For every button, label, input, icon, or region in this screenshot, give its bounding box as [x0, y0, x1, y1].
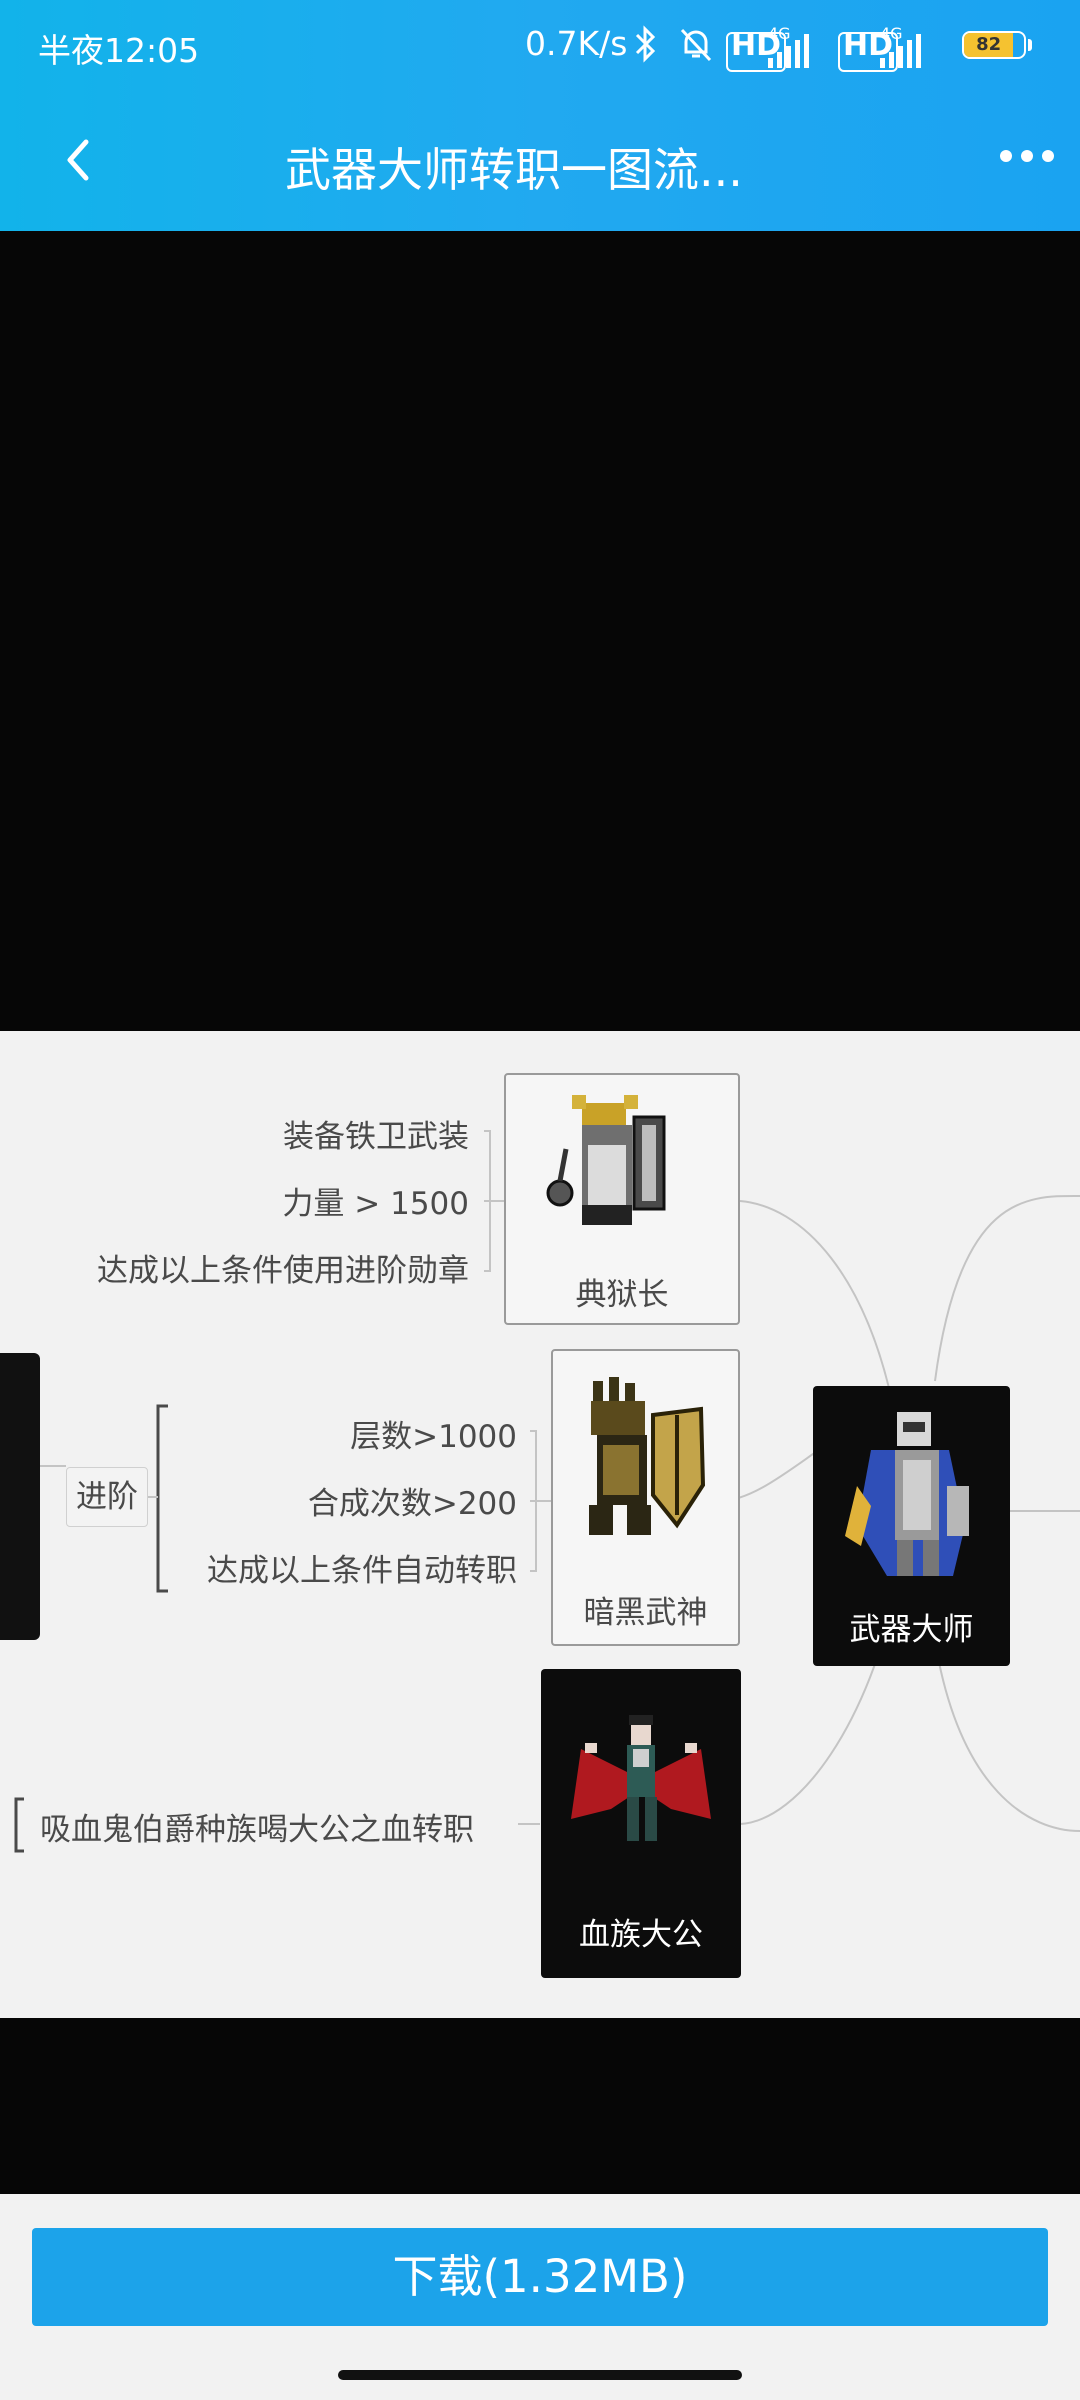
image-viewer[interactable]: 进阶 装备铁卫武装 力量 > 1500 达成以上条件使用进阶勋章 层数>1000… [0, 231, 1080, 2194]
status-bar: 半夜12:05 0.7K/s HD 4G HD 4G 82 [0, 0, 1080, 90]
header-background [0, 0, 1080, 231]
status-time: 半夜12:05 [38, 31, 200, 70]
class-card-weapon-master: 武器大师 [813, 1386, 1010, 1666]
more-dot-icon [1042, 150, 1054, 162]
condition-label: 装备铁卫武装 [283, 1119, 469, 1155]
class-card-blood-archduke: 血族大公 [541, 1669, 741, 1978]
blood-archduke-sprite-icon [571, 1715, 711, 1841]
notification-muted-icon [676, 24, 716, 64]
weapon-master-sprite-icon [845, 1412, 969, 1576]
more-dot-icon [1000, 150, 1012, 162]
more-dot-icon [1021, 150, 1033, 162]
condition-label: 达成以上条件使用进阶勋章 [97, 1253, 469, 1289]
class-name: 暗黑武神 [583, 1595, 708, 1631]
class-card-dark-war-god: 暗黑武神 [551, 1349, 740, 1646]
hd-icon: HD [726, 31, 787, 72]
home-indicator[interactable] [338, 2370, 742, 2380]
condition-label: 吸血鬼伯爵种族喝大公之血转职 [40, 1812, 474, 1848]
back-button[interactable] [50, 130, 110, 190]
dark-war-god-sprite-icon [589, 1377, 706, 1535]
condition-label: 达成以上条件自动转职 [207, 1553, 517, 1589]
download-button[interactable]: 下载(1.32MB) [32, 2228, 1048, 2326]
bluetooth-icon [633, 24, 659, 64]
signal-icon: 4G [880, 24, 921, 68]
hd-icon: HD [838, 31, 899, 72]
chevron-left-icon [67, 139, 89, 181]
battery-level: 82 [964, 33, 1014, 57]
mindmap-image: 进阶 装备铁卫武装 力量 > 1500 达成以上条件使用进阶勋章 层数>1000… [0, 1031, 1080, 2018]
class-name: 典狱长 [575, 1277, 669, 1313]
condition-label: 合成次数>200 [307, 1486, 517, 1522]
page-title: 武器大师转职一图流... [285, 143, 743, 197]
network-type: 4G [768, 24, 791, 43]
class-name: 武器大师 [849, 1612, 974, 1648]
condition-label: 力量 > 1500 [282, 1186, 469, 1222]
warden-sprite-icon [546, 1095, 666, 1225]
condition-label: 层数>1000 [350, 1419, 517, 1455]
network-type: 4G [880, 24, 903, 43]
signal-icon: 4G [768, 24, 809, 68]
offscreen-card [0, 1353, 40, 1640]
class-card-warden: 典狱长 [504, 1073, 740, 1325]
nav-bar: 武器大师转职一图流... [0, 90, 1080, 231]
bottom-bar: 下载(1.32MB) [0, 2194, 1080, 2400]
battery-tip [1028, 39, 1032, 51]
class-name: 血族大公 [579, 1917, 703, 1953]
network-speed: 0.7K/s [525, 24, 628, 63]
more-button[interactable] [1000, 150, 1054, 162]
battery-icon: 82 [962, 31, 1026, 59]
advance-tag: 进阶 [66, 1467, 148, 1527]
